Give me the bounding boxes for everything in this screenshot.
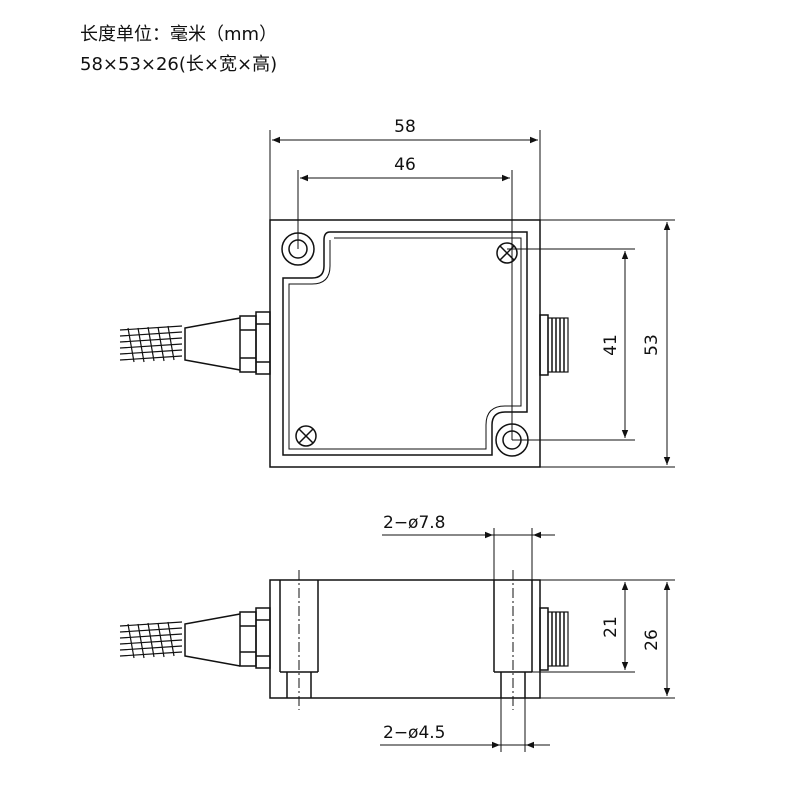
side-view	[119, 570, 569, 710]
cable-gland-side-view	[184, 607, 271, 669]
side-view-dimensions	[380, 528, 675, 752]
size-note: 58×53×26(长×宽×高)	[80, 54, 278, 75]
connector-top-view	[539, 314, 569, 376]
top-view-lid	[282, 231, 528, 456]
dim-hole-spacing-x-label: 46	[394, 155, 416, 175]
side-hole-right	[493, 570, 533, 710]
header: 长度单位：毫米（mm） 58×53×26(长×宽×高)	[80, 20, 277, 80]
top-view-dimensions	[269, 130, 675, 468]
side-hole-left	[279, 570, 319, 710]
screw-top-right	[496, 242, 518, 264]
dim-width-label: 53	[642, 334, 662, 356]
dim-length-label: 58	[394, 117, 416, 137]
screw-bottom-left	[295, 425, 317, 447]
dim-counterbore-label: 2−ø7.8	[383, 513, 446, 533]
dim-inner-height-label: 21	[601, 616, 621, 638]
unit-note: 长度单位：毫米（mm）	[80, 24, 278, 45]
top-view-lid-inner	[288, 237, 522, 450]
top-view	[119, 219, 569, 468]
dim-hole-spacing-y-label: 41	[601, 334, 621, 356]
cable-top-view	[119, 325, 183, 363]
dim-height-label: 26	[642, 629, 662, 651]
cable-gland-top-view	[184, 311, 271, 375]
connector-side-view	[539, 607, 569, 671]
cable-side-view	[119, 621, 183, 659]
dim-hole-label: 2−ø4.5	[383, 723, 446, 743]
